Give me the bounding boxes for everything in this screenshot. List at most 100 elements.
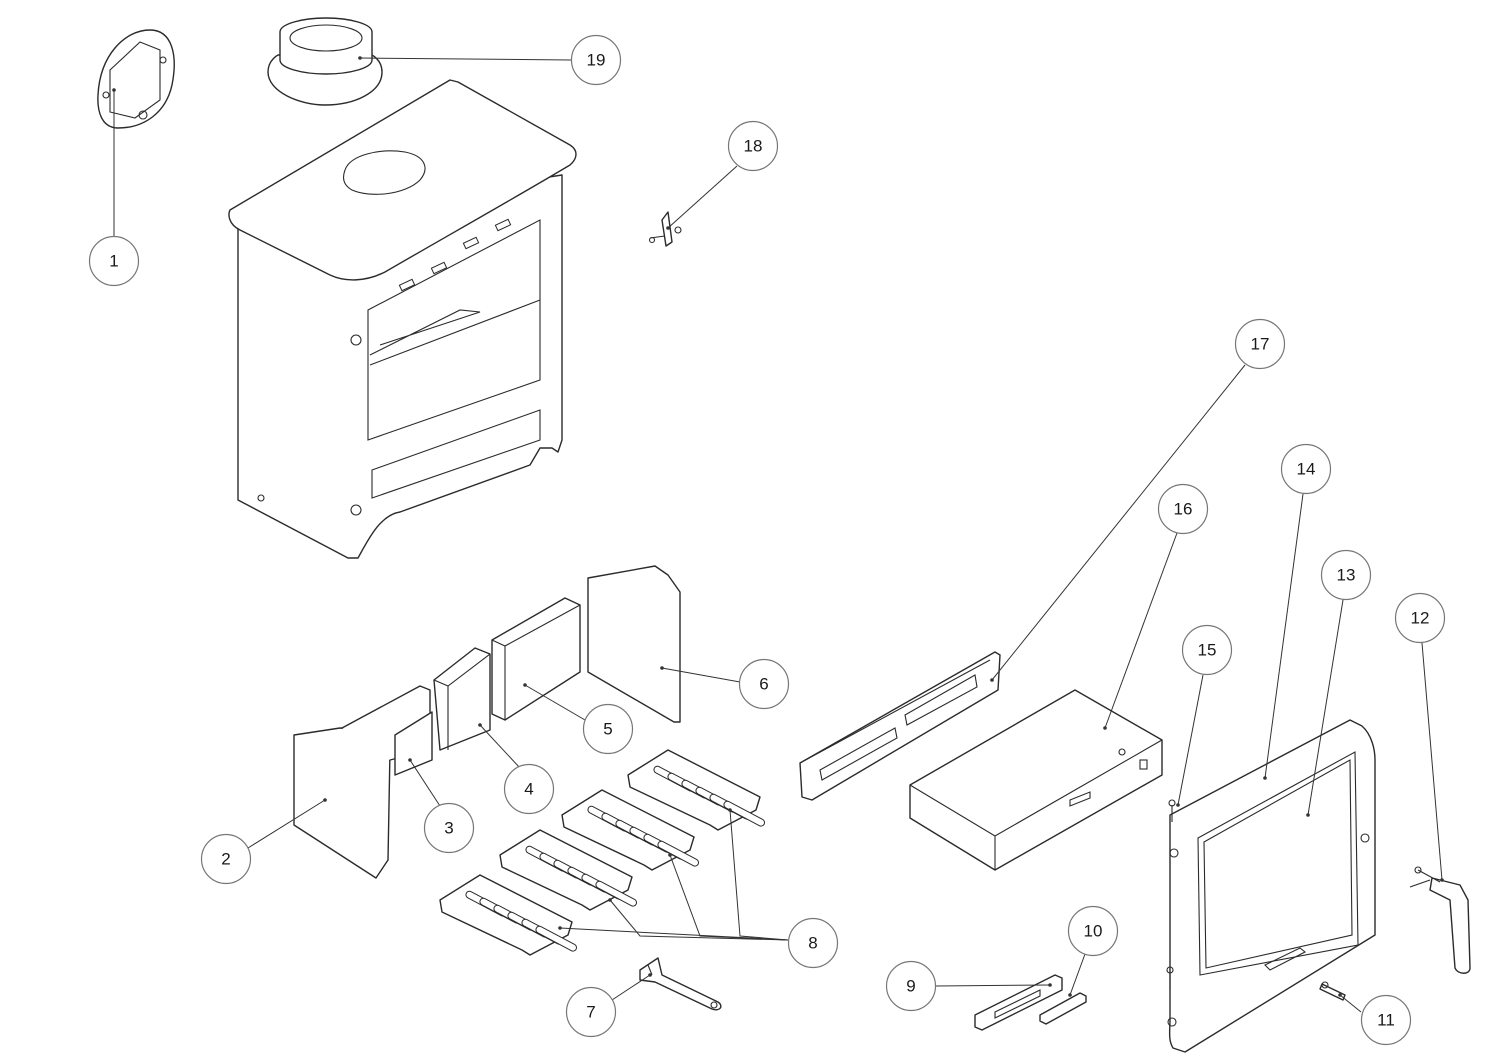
callout-19: 19 <box>570 34 622 86</box>
leader-arrowhead-19 <box>358 56 362 60</box>
part-flue-collar <box>267 17 383 106</box>
callout-number-6: 6 <box>759 675 768 694</box>
leader-arrowhead-12 <box>1440 878 1444 882</box>
grate-plate-4 <box>627 749 765 831</box>
callout-10: 10 <box>1067 905 1119 957</box>
leader-arrowhead-10 <box>1068 993 1072 997</box>
callout-12: 12 <box>1394 592 1446 644</box>
leader-line-3 <box>409 759 441 807</box>
leader-line-2 <box>247 799 326 849</box>
leader-arrowhead-9 <box>1048 983 1052 987</box>
leader-arrowhead-6 <box>660 666 664 670</box>
callout-circle-18 <box>727 120 779 172</box>
leader-arrowhead-17 <box>990 678 994 682</box>
callout-18: 18 <box>727 120 779 172</box>
leader-arrowhead-11 <box>1338 993 1342 997</box>
callout-number-13: 13 <box>1337 566 1356 585</box>
callout-15: 15 <box>1181 624 1233 676</box>
callout-number-10: 10 <box>1084 922 1103 941</box>
part-air-vent-plate <box>97 29 175 129</box>
callout-number-1: 1 <box>109 252 118 271</box>
leader-line-7 <box>611 974 651 1001</box>
leader-line-4 <box>479 724 521 769</box>
part-door-frame <box>1167 719 1376 1053</box>
part-rear-brick-small <box>433 647 491 751</box>
callout-circle-1 <box>88 235 140 287</box>
callout-6: 6 <box>738 658 790 710</box>
part-ash-pan <box>909 689 1163 871</box>
callout-11: 11 <box>1360 994 1412 1046</box>
leader-arrowhead-16 <box>1103 726 1107 730</box>
callout-13: 13 <box>1320 549 1372 601</box>
callout-2: 2 <box>200 833 252 885</box>
part-door-handle <box>1409 866 1471 974</box>
leader-line-14 <box>1264 493 1304 779</box>
part-handle-pin <box>1319 981 1346 1001</box>
leader-line-12 <box>1421 642 1443 881</box>
leader-line-6 <box>661 667 741 683</box>
callout-circle-16 <box>1157 483 1209 535</box>
part-rear-brick <box>491 597 581 721</box>
callout-number-17: 17 <box>1251 335 1270 354</box>
part-air-slide-plate <box>974 974 1063 1031</box>
callout-circle-13 <box>1320 549 1372 601</box>
leader-lines <box>112 56 1444 1013</box>
part-door-catch <box>648 211 682 247</box>
leader-line-5 <box>524 684 586 721</box>
leader-line-13 <box>1307 599 1344 816</box>
leader-arrowhead-8 <box>668 853 672 857</box>
callout-number-9: 9 <box>906 977 915 996</box>
callout-circle-11 <box>1360 994 1412 1046</box>
callout-4: 4 <box>503 763 555 815</box>
grate-plate-2 <box>499 829 637 911</box>
callout-number-14: 14 <box>1297 460 1316 479</box>
callout-5: 5 <box>582 703 634 755</box>
callout-circle-4 <box>503 763 555 815</box>
callout-circle-19 <box>570 34 622 86</box>
callout-number-4: 4 <box>524 780 533 799</box>
part-hinge-pin <box>1166 799 1176 990</box>
callout-16: 16 <box>1157 483 1209 535</box>
callout-number-2: 2 <box>221 850 230 869</box>
callout-8: 8 <box>787 917 839 969</box>
part-baffle-plate <box>799 651 1001 801</box>
callout-number-3: 3 <box>444 819 453 838</box>
leader-line-8-4 <box>729 809 789 941</box>
callout-17: 17 <box>1234 318 1286 370</box>
leader-arrowhead-8 <box>608 898 612 902</box>
callout-circle-15 <box>1181 624 1233 676</box>
leader-line-16 <box>1104 532 1178 729</box>
callout-number-11: 11 <box>1377 1011 1395 1030</box>
callout-circle-10 <box>1067 905 1119 957</box>
leader-arrowhead-7 <box>648 973 652 977</box>
leader-arrowhead-8 <box>558 926 562 930</box>
callout-3: 3 <box>423 802 475 854</box>
callout-9: 9 <box>885 960 937 1012</box>
leader-arrowhead-4 <box>478 723 482 727</box>
callout-number-16: 16 <box>1174 500 1193 519</box>
callout-number-18: 18 <box>744 137 763 156</box>
part-air-slide-cover <box>1039 992 1087 1025</box>
leader-line-17 <box>991 364 1246 681</box>
callout-1: 1 <box>88 235 140 287</box>
part-grate-plates <box>439 749 765 956</box>
leader-arrowhead-15 <box>1176 803 1180 807</box>
leader-arrowhead-18 <box>666 226 670 230</box>
grate-plate-3 <box>561 789 699 871</box>
callout-number-7: 7 <box>586 1003 595 1022</box>
callout-number-5: 5 <box>603 720 612 739</box>
callout-circle-14 <box>1280 443 1332 495</box>
leader-line-8-2 <box>609 899 789 941</box>
part-stove-body <box>228 79 577 559</box>
leader-arrowhead-5 <box>523 683 527 687</box>
leader-arrowhead-8 <box>728 808 732 812</box>
callout-circle-6 <box>738 658 790 710</box>
leader-arrowhead-1 <box>112 88 116 92</box>
callout-circle-8 <box>787 917 839 969</box>
callout-circle-3 <box>423 802 475 854</box>
callout-circle-9 <box>885 960 937 1012</box>
leader-line-11 <box>1339 994 1362 1013</box>
part-side-brick-right <box>587 565 681 723</box>
